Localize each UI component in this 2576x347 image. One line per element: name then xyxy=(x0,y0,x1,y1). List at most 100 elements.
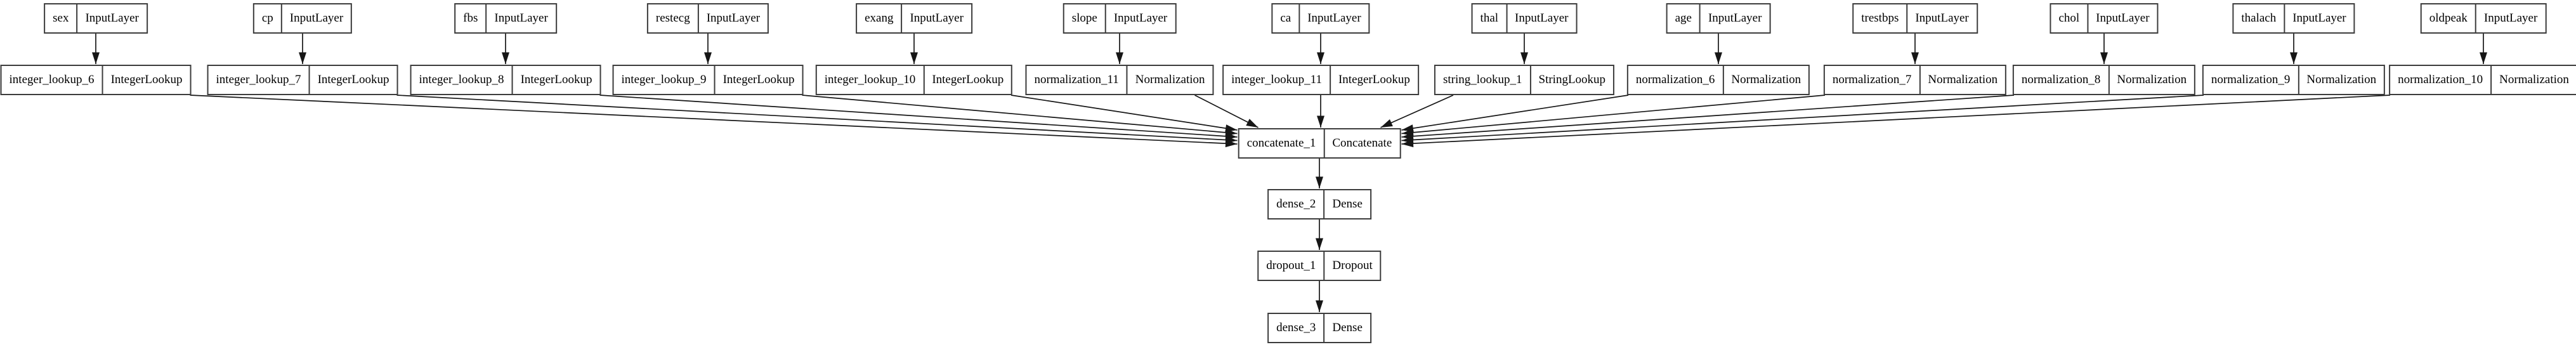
node-integer_lookup_6: integer_lookup_6 IntegerLookup xyxy=(0,65,192,95)
node-label: normalization_7 xyxy=(1832,73,1912,86)
node-label: integer_lookup_6 xyxy=(9,73,95,86)
node-type-label: Normalization xyxy=(1722,66,1808,94)
node-label: restecg xyxy=(655,11,690,25)
edge xyxy=(1401,95,2391,148)
edge xyxy=(1194,95,1259,128)
node-type-label: IntegerLookup xyxy=(714,66,802,94)
node-label: slope xyxy=(1071,11,1097,25)
node-type-label: Normalization xyxy=(1126,66,1213,94)
node-label: thalach xyxy=(2241,11,2277,25)
node-type-label: InputLayer xyxy=(485,4,555,32)
node-trestbps: trestbps InputLayer xyxy=(1852,3,1978,34)
node-label: normalization_6 xyxy=(1635,73,1715,86)
node-type-label: Dropout xyxy=(1323,252,1380,280)
node-thal: thal InputLayer xyxy=(1471,3,1578,34)
node-normalization_11: normalization_11 Normalization xyxy=(1025,65,1214,95)
node-integer_lookup_10: integer_lookup_10 IntegerLookup xyxy=(815,65,1013,95)
node-fbs: fbs InputLayer xyxy=(454,3,557,34)
node-type-label: InputLayer xyxy=(1506,4,1576,32)
node-label: integer_lookup_7 xyxy=(216,73,301,86)
node-age: age InputLayer xyxy=(1666,3,1771,34)
node-label: thal xyxy=(1480,11,1499,25)
node-slope: slope InputLayer xyxy=(1062,3,1177,34)
node-dropout_1: dropout_1 Dropout xyxy=(1257,251,1382,281)
node-label: exang xyxy=(865,11,894,25)
node-label: normalization_8 xyxy=(2021,73,2101,86)
node-type-label: InputLayer xyxy=(2284,4,2353,32)
edge xyxy=(1401,95,2204,144)
node-type-label: IntegerLookup xyxy=(308,66,397,94)
node-label: concatenate_1 xyxy=(1246,136,1316,150)
node-normalization_7: normalization_7 Normalization xyxy=(1823,65,2007,95)
edge xyxy=(802,95,1238,136)
edge xyxy=(1380,95,1454,128)
node-label: integer_lookup_8 xyxy=(419,73,504,86)
edge xyxy=(1010,95,1238,133)
node-thalach: thalach InputLayer xyxy=(2232,3,2355,34)
node-type-label: InputLayer xyxy=(76,4,146,32)
node-label: normalization_10 xyxy=(2398,73,2483,86)
node-label: integer_lookup_9 xyxy=(621,73,707,86)
node-string_lookup_1: string_lookup_1 StringLookup xyxy=(1434,65,1615,95)
node-cp: cp InputLayer xyxy=(252,3,353,34)
node-label: sex xyxy=(53,11,69,25)
node-integer_lookup_7: integer_lookup_7 IntegerLookup xyxy=(207,65,398,95)
node-type-label: Normalization xyxy=(2108,66,2194,94)
node-label: dense_3 xyxy=(1276,321,1316,334)
node-integer_lookup_8: integer_lookup_8 IntegerLookup xyxy=(410,65,601,95)
node-type-label: IntegerLookup xyxy=(101,66,190,94)
node-type-label: Concatenate xyxy=(1323,129,1399,157)
node-type-label: IntegerLookup xyxy=(923,66,1011,94)
node-label: fbs xyxy=(463,11,478,25)
node-integer_lookup_11: integer_lookup_11 IntegerLookup xyxy=(1222,65,1419,95)
node-type-label: InputLayer xyxy=(697,4,768,32)
node-type-label: InputLayer xyxy=(1298,4,1368,32)
node-type-label: Normalization xyxy=(2490,66,2576,94)
node-type-label: Normalization xyxy=(1919,66,2005,94)
node-label: dense_2 xyxy=(1276,197,1316,211)
node-type-label: InputLayer xyxy=(1104,4,1175,32)
edge xyxy=(190,95,1238,148)
node-type-label: InputLayer xyxy=(280,4,351,32)
node-type-label: InputLayer xyxy=(2087,4,2157,32)
node-label: cp xyxy=(261,11,273,25)
node-label: trestbps xyxy=(1861,11,1899,25)
edge xyxy=(1401,95,2015,140)
node-restecg: restecg InputLayer xyxy=(646,3,769,34)
node-oldpeak: oldpeak InputLayer xyxy=(2420,3,2547,34)
node-normalization_6: normalization_6 Normalization xyxy=(1626,65,1810,95)
node-dense_2: dense_2 Dense xyxy=(1267,189,1371,219)
node-ca: ca InputLayer xyxy=(1271,3,1370,34)
node-chol: chol InputLayer xyxy=(2050,3,2159,34)
node-label: ca xyxy=(1280,11,1291,25)
node-normalization_10: normalization_10 Normalization xyxy=(2389,65,2576,95)
node-label: string_lookup_1 xyxy=(1442,73,1522,86)
node-type-label: IntegerLookup xyxy=(1329,66,1418,94)
edge xyxy=(1401,95,1826,136)
node-sex: sex InputLayer xyxy=(44,3,148,34)
node-normalization_8: normalization_8 Normalization xyxy=(2012,65,2196,95)
node-label: dropout_1 xyxy=(1266,259,1316,272)
node-label: age xyxy=(1675,11,1692,25)
node-type-label: InputLayer xyxy=(2475,4,2545,32)
edge xyxy=(396,95,1238,144)
node-label: normalization_9 xyxy=(2211,73,2291,86)
edge xyxy=(599,95,1238,140)
node-label: chol xyxy=(2058,11,2080,25)
node-concatenate_1: concatenate_1 Concatenate xyxy=(1238,128,1401,159)
node-label: normalization_11 xyxy=(1034,73,1119,86)
node-label: integer_lookup_11 xyxy=(1231,73,1322,86)
node-type-label: InputLayer xyxy=(1906,4,1976,32)
node-type-label: InputLayer xyxy=(1699,4,1769,32)
edge xyxy=(1401,95,1629,133)
node-label: oldpeak xyxy=(2429,11,2468,25)
node-label: integer_lookup_10 xyxy=(824,73,916,86)
node-type-label: StringLookup xyxy=(1529,66,1614,94)
node-type-label: IntegerLookup xyxy=(511,66,600,94)
node-integer_lookup_9: integer_lookup_9 IntegerLookup xyxy=(612,65,804,95)
node-type-label: Dense xyxy=(1323,190,1370,218)
